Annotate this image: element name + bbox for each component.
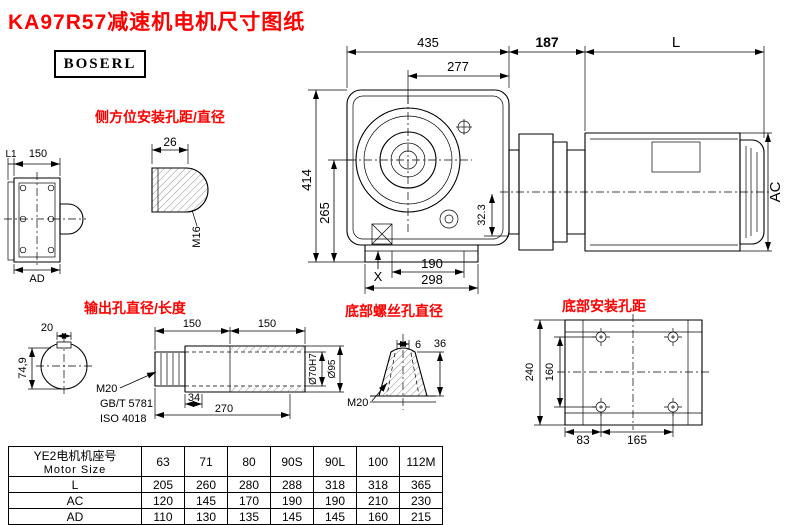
dim-L: L [672,34,680,51]
bottom-mount-label: 底部安装孔距 [562,298,646,314]
col-header: 90S [270,446,314,477]
bottom-screw-detail: 6 36 M20 [347,334,446,410]
dim-150b: 150 [258,318,276,330]
page-title: KA97R57减速机电机尺寸图纸 [8,11,306,34]
cell: 205 [141,476,185,493]
dim-265: 265 [317,202,332,224]
table-header-row: YE2电机机座号 Motor Size 63 71 80 90S 90L 100… [8,446,443,477]
std-iso: ISO 4018 [100,413,146,425]
bottom-mount-view: 240 160 83 165 [524,314,710,447]
col-header: 63 [141,446,185,477]
dim-26: 26 [163,135,177,149]
dim-240: 240 [524,363,536,381]
dim-277: 277 [447,59,469,74]
cell: 120 [141,492,185,509]
main-dimensions: 435 187 L 277 414 265 32.3 190 298 X AC [299,34,784,294]
cell: 318 [313,476,357,493]
cell: 210 [356,492,400,509]
motor-side-view [500,132,772,252]
dim-M20-screw: M20 [347,397,368,409]
dim-X: X [374,269,383,284]
output-shaft-view: 20 74,9 150 150 34 270 [17,318,344,425]
cell: 145 [270,508,314,525]
cell: 145 [313,508,357,525]
dim-M20-output: M20 [96,383,117,395]
cell: 170 [227,492,271,509]
table-row-AC: AC 120 145 170 190 190 210 230 [8,492,443,509]
cell: 365 [399,476,443,493]
side-mount-label: 侧方位安装孔距/直径 [95,109,225,125]
cell: 190 [270,492,314,509]
col-header: 90L [313,446,357,477]
dim-270: 270 [215,403,233,415]
dim-32-3: 32.3 [476,204,488,225]
dim-190: 190 [421,256,443,271]
cell: 160 [356,508,400,525]
dim-414: 414 [299,169,314,191]
spec-table-wrap: YE2电机机座号 Motor Size 63 71 80 90S 90L 100… [8,446,443,525]
cell: 288 [270,476,314,493]
row-label: AD [8,508,142,525]
table-header-label: YE2电机机座号 Motor Size [8,446,142,477]
dim-187: 187 [535,34,559,50]
std-gbt: GB/T 5781 [100,398,153,410]
dim-74-9: 74,9 [17,357,29,378]
bottom-screw-label: 底部螺丝孔直径 [345,303,443,319]
shaft-end-detail: 26 M16 [151,135,209,248]
table-row-AD: AD 110 130 135 145 145 160 215 [8,508,443,525]
cell: 318 [356,476,400,493]
dim-AC: AC [767,181,784,202]
dim-36: 36 [434,338,446,350]
dim-95: Ø95 [327,359,338,378]
brand-logo: BOSERL [54,50,146,78]
col-header: 80 [227,446,271,477]
col-header: 71 [184,446,228,477]
dim-M16: M16 [191,226,203,247]
dim-298: 298 [421,272,443,287]
table-row-L: L 205 260 280 288 318 318 365 [8,476,443,493]
cell: 215 [399,508,443,525]
cell: 190 [313,492,357,509]
dim-20: 20 [41,322,53,334]
row-label: L [8,476,142,493]
dim-165: 165 [627,433,647,447]
flange-side-view: L1 150 AD [4,148,86,285]
dim-6: 6 [415,339,421,351]
dim-150-side: 150 [29,148,47,160]
dim-150a: 150 [183,318,201,330]
col-header: 100 [356,446,400,477]
dim-34: 34 [188,392,200,404]
dim-160: 160 [544,363,556,381]
cell: 135 [227,508,271,525]
dim-83: 83 [576,433,590,447]
dim-L1: L1 [5,149,17,160]
header-line1: YE2电机机座号 [33,449,117,463]
cell: 230 [399,492,443,509]
row-label: AC [8,492,142,509]
col-header: 112M [399,446,443,477]
motor-size-table: YE2电机机座号 Motor Size 63 71 80 90S 90L 100… [8,446,443,525]
dim-70h7: Ø70H7 [308,353,319,385]
cell: 280 [227,476,271,493]
dim-AD: AD [29,273,44,285]
dim-435: 435 [417,35,439,50]
cell: 145 [184,492,228,509]
cell: 260 [184,476,228,493]
output-label: 输出孔直径/长度 [84,300,187,316]
header-line2: Motor Size [43,464,107,476]
cell: 110 [141,508,185,525]
cell: 130 [184,508,228,525]
